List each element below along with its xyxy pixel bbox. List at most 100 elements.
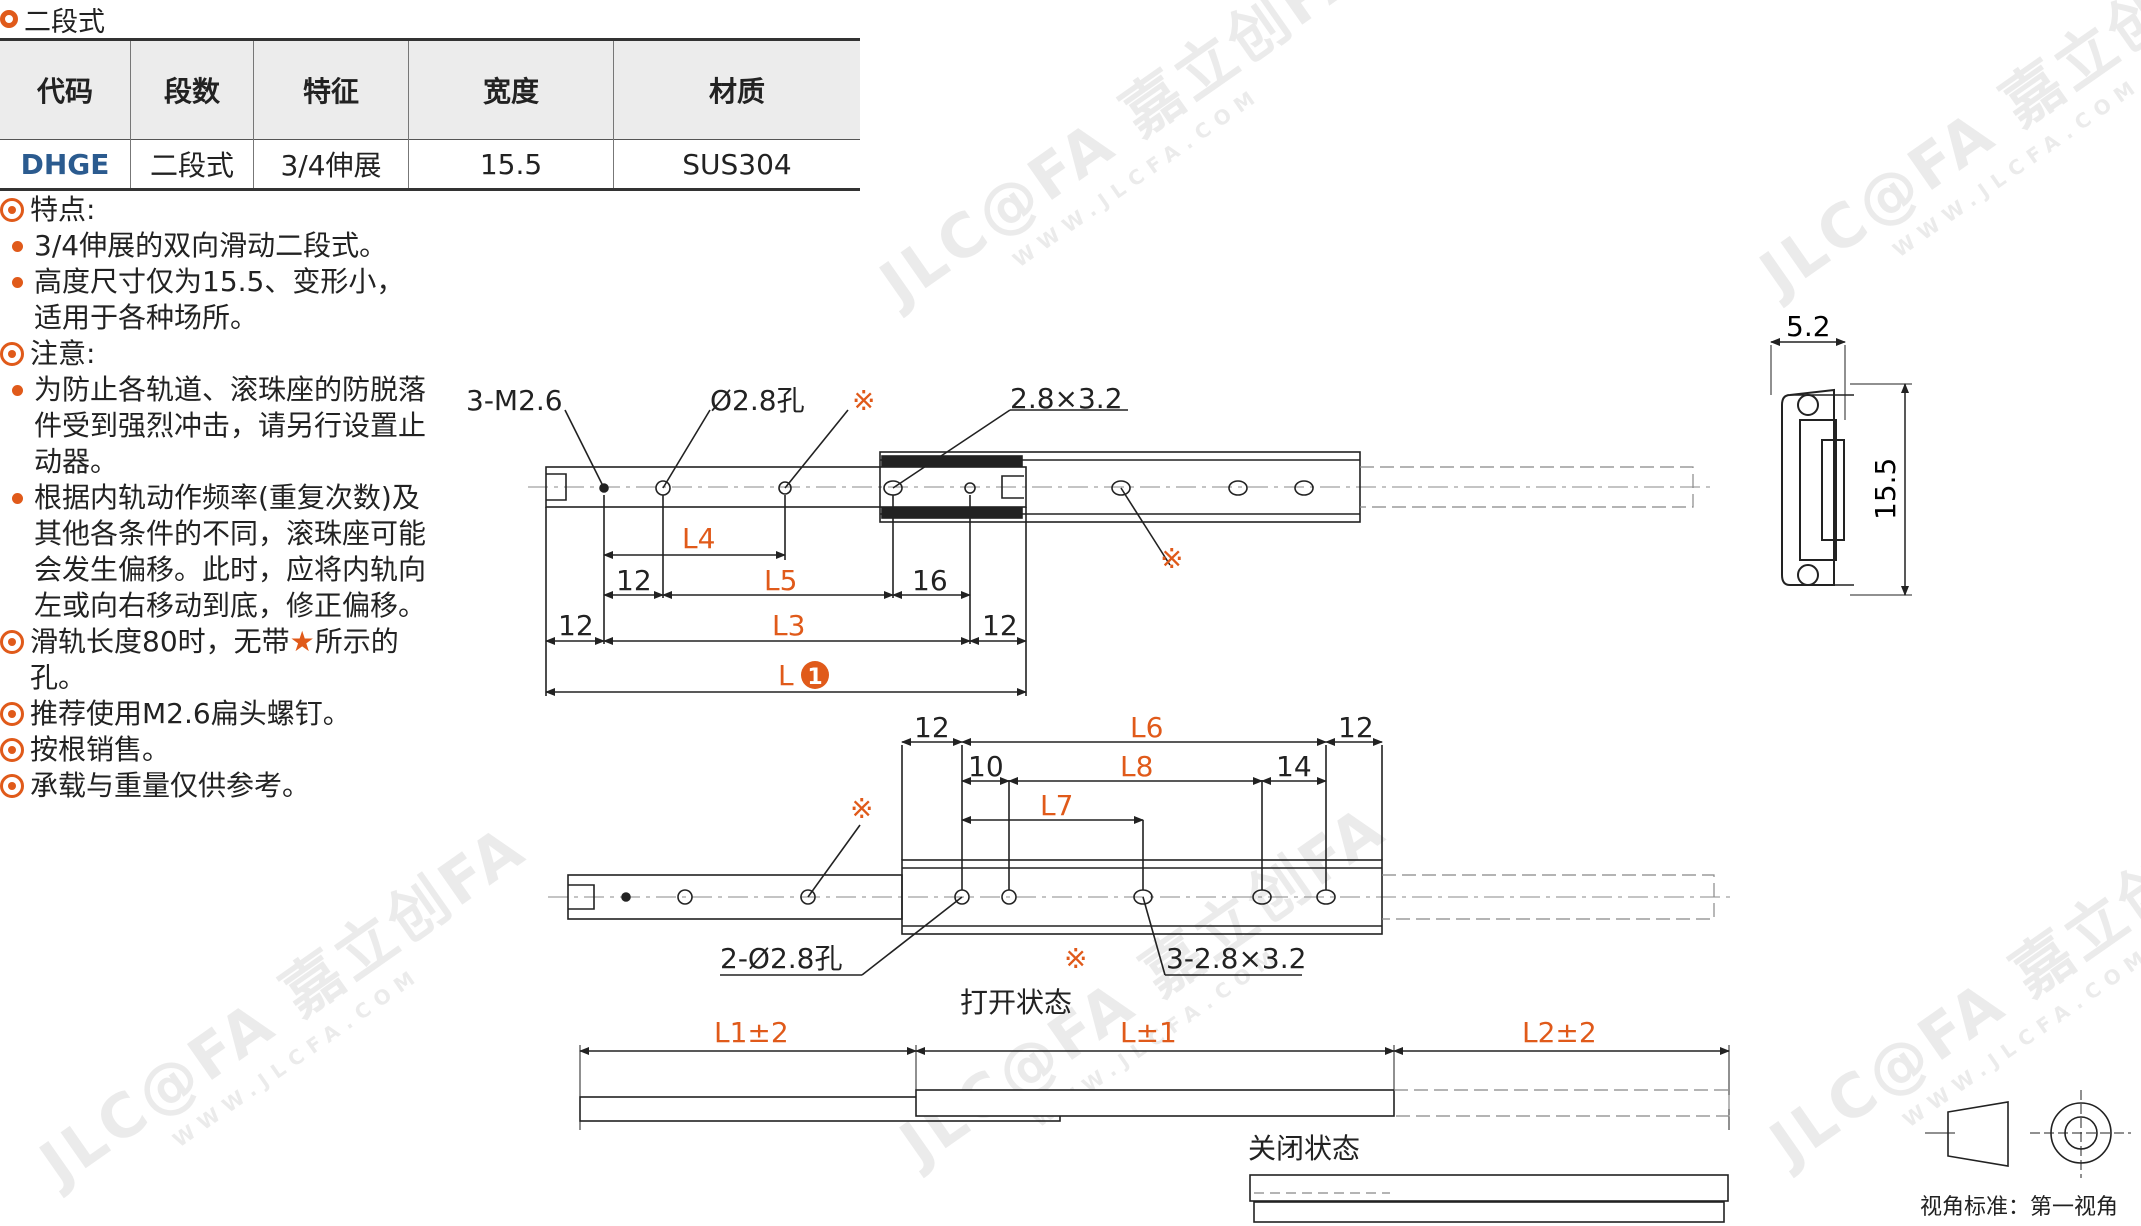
open-state-view (579, 1045, 1730, 1130)
phantom-extension (1382, 874, 1715, 920)
ball-cage (881, 507, 1023, 519)
label-L3: L3 (772, 609, 805, 642)
section-title: 二段式 (0, 0, 105, 38)
hole (621, 892, 631, 902)
label-L8: L8 (1120, 750, 1153, 783)
label-12: 12 (982, 609, 1018, 642)
table-header: 宽度 (408, 38, 614, 140)
target-bullet-icon (0, 342, 24, 366)
label-5.2: 5.2 (1786, 310, 1831, 343)
table-header: 材质 (613, 38, 860, 140)
spec-table: 代码 段数 特征 宽度 材质 DHGE 二段式 3/4伸展 15.5 SUS30… (0, 38, 860, 191)
table-cell: 3/4伸展 (253, 139, 409, 191)
ball (1797, 394, 1819, 416)
list-item: 根据内轨动作频率(重复次数)及其他各条件的不同，滚珠座可能会发生偏移。此时，应将… (0, 480, 430, 624)
label-12: 12 (1338, 711, 1374, 744)
label-10: 10 (968, 750, 1004, 783)
label-L2: L2±2 (1522, 1016, 1597, 1049)
inner-rail-tab (1001, 475, 1024, 499)
ball (1797, 564, 1819, 586)
dot-bullet-icon (0, 480, 34, 504)
label-close-state: 关闭状态 (1248, 1132, 1360, 1165)
first-angle-projection-icon (1925, 1090, 2131, 1178)
dot-bullet-icon (0, 372, 34, 396)
label-mark: ※ (850, 792, 873, 825)
table-header: 段数 (130, 38, 254, 140)
hole (778, 481, 792, 495)
extra-note: 按根销售。 (0, 732, 430, 768)
extra-note: 滑轨长度80时，无带★所示的孔。 (0, 624, 430, 696)
outer-rail (879, 451, 1361, 523)
label-L5: L5 (764, 564, 797, 597)
extra-note: 承载与重量仅供参考。 (0, 768, 430, 804)
ball-cage (881, 455, 1023, 467)
top-view (528, 409, 1710, 696)
dot-bullet-icon (0, 228, 34, 252)
target-bullet-icon (0, 738, 24, 762)
target-bullet-icon (0, 198, 24, 222)
closed-state-view (1249, 1174, 1729, 1223)
label-L: L (778, 659, 794, 692)
table-header: 代码 (0, 38, 131, 140)
view-standard-label: 视角标准：第一视角 (1920, 1195, 2118, 1220)
label-L-tol: L±1 (1120, 1016, 1177, 1049)
list-item: 高度尺寸仅为15.5、变形小，适用于各种场所。 (0, 264, 430, 336)
label-12: 12 (558, 609, 594, 642)
label-12: 12 (616, 564, 652, 597)
extra-note: 推荐使用M2.6扁头螺钉。 (0, 696, 430, 732)
hole (677, 889, 693, 905)
table-header-row: 代码 段数 特征 宽度 材质 (0, 38, 860, 140)
slot (1228, 480, 1248, 496)
label-mark: ※ (852, 384, 875, 417)
table-cell: 15.5 (408, 139, 614, 191)
label-L6: L6 (1130, 711, 1163, 744)
bottom-view (548, 738, 1730, 976)
cross-section-view (1770, 338, 1912, 596)
star-icon: ★ (289, 625, 315, 658)
label-slot: 2.8×3.2 (1010, 382, 1123, 415)
table-row: DHGE 二段式 3/4伸展 15.5 SUS304 (0, 139, 860, 191)
phantom-extension (1394, 1089, 1730, 1117)
label-16: 16 (912, 564, 948, 597)
caution-heading: 注意: (0, 336, 430, 372)
hole (964, 482, 976, 494)
target-bullet-icon (0, 630, 24, 654)
label-14: 14 (1276, 750, 1312, 783)
list-item: 为防止各轨道、滚珠座的防脱落件受到强烈冲击，请另行设置止动器。 (0, 372, 430, 480)
section-outer (1781, 388, 1835, 586)
inner-rail-tab (546, 473, 567, 501)
label-mark: ※ (1160, 542, 1183, 575)
table-cell: 二段式 (130, 139, 254, 191)
section-title-text: 二段式 (24, 6, 105, 38)
label-12: 12 (914, 711, 950, 744)
target-bullet-icon (0, 702, 24, 726)
notes-panel: 特点: 3/4伸展的双向滑动二段式。 高度尺寸仅为15.5、变形小，适用于各种场… (0, 192, 430, 804)
slot (1294, 480, 1314, 496)
label-open-state: 打开状态 (960, 986, 1072, 1019)
label-mark: ※ (1064, 942, 1087, 975)
label-L7: L7 (1040, 789, 1073, 822)
features-heading: 特点: (0, 192, 430, 228)
inner-rail (545, 466, 1027, 508)
outer-rail (915, 1089, 1395, 1117)
table-cell: SUS304 (613, 139, 860, 191)
label-hole: Ø2.8孔 (710, 384, 805, 417)
label-m26: 3-M2.6 (466, 384, 563, 417)
target-bullet-icon (0, 774, 24, 798)
dot-bullet-icon (0, 264, 34, 288)
label-holes: 2-Ø2.8孔 (720, 942, 843, 975)
hole (800, 889, 816, 905)
label-L1: L1±2 (714, 1016, 789, 1049)
note-1-number: 1 (807, 665, 822, 690)
table-header: 特征 (253, 38, 409, 140)
label-15.5: 15.5 (1869, 458, 1902, 520)
label-slots: 3-2.8×3.2 (1166, 942, 1306, 975)
note-1-badge (801, 661, 829, 689)
phantom-extension (1360, 466, 1694, 508)
list-item: 3/4伸展的双向滑动二段式。 (0, 228, 430, 264)
inner-rail (1253, 1201, 1725, 1223)
label-L4: L4 (682, 522, 715, 555)
slot (1111, 480, 1131, 496)
outer-rail (901, 859, 1383, 935)
